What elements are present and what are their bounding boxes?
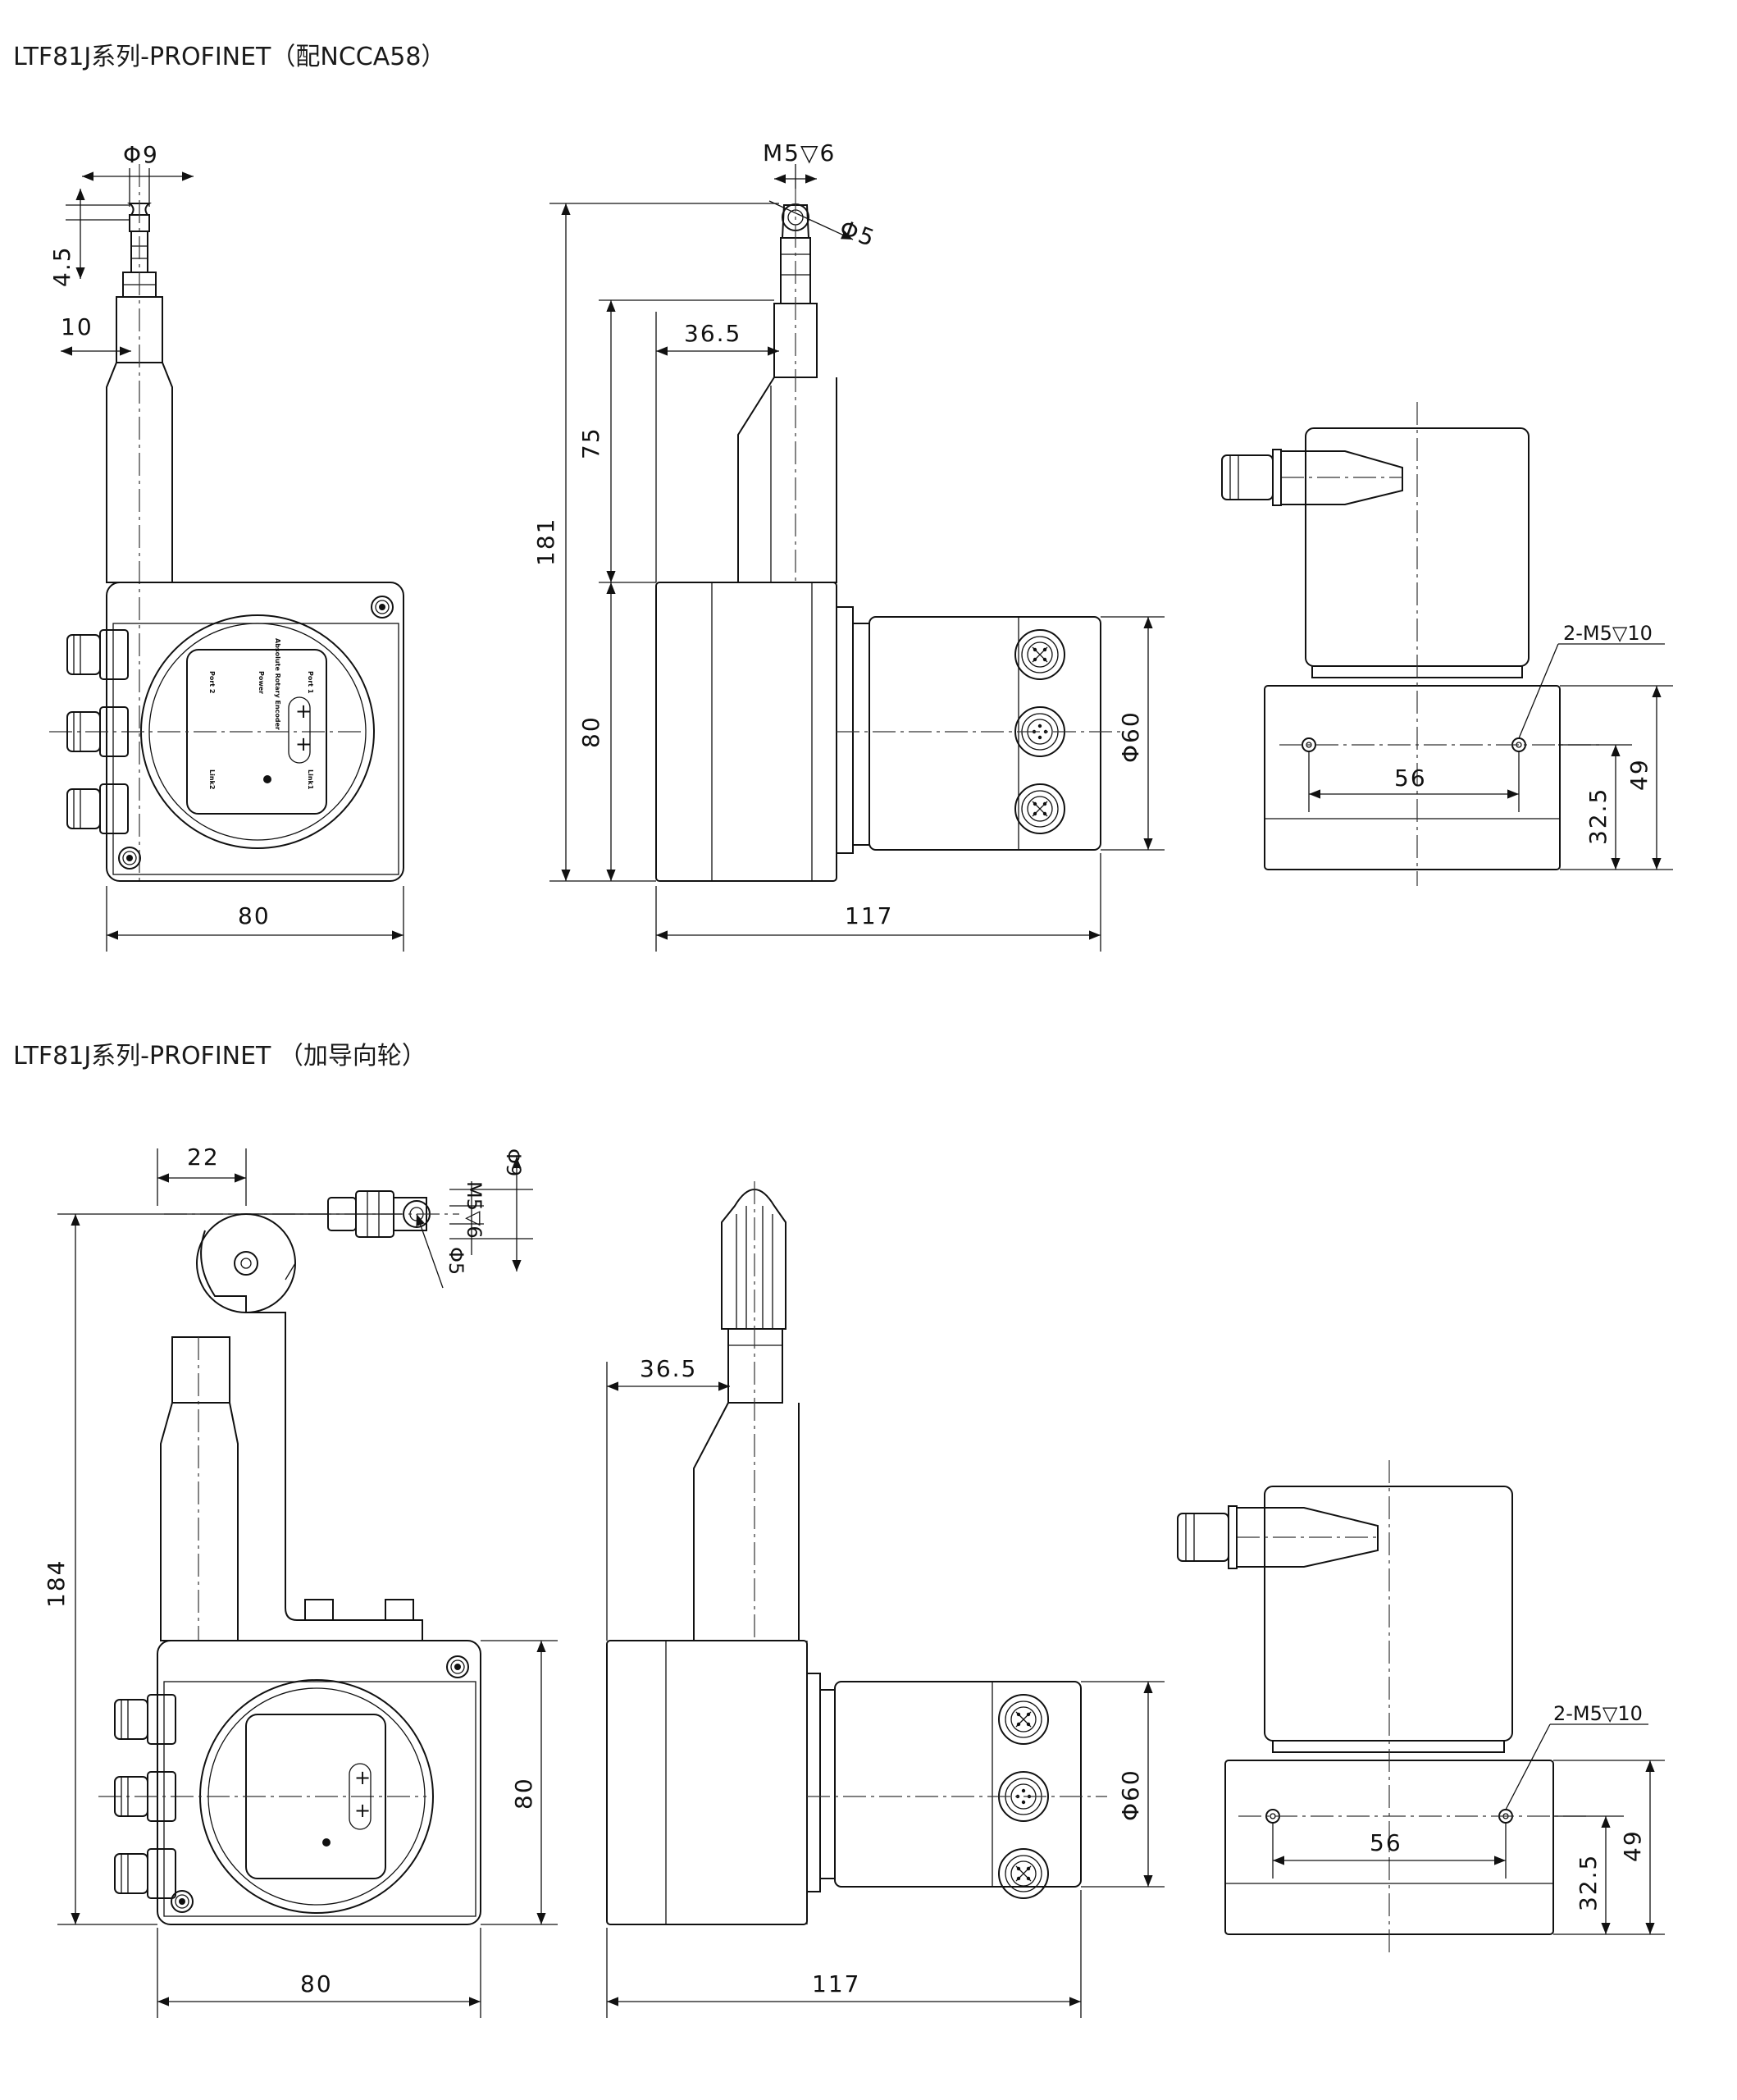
label-port2: Port 2 (208, 671, 216, 693)
dim-m5-depth6-top: M5▽6 (763, 139, 836, 167)
dim-phi5-top: Φ5 (837, 215, 880, 253)
dim-80-side-top: 80 (577, 715, 604, 748)
title-top: LTF81J系列-PROFINET（配NCCA58） (13, 43, 446, 71)
dim-m5-depth6-bottom: M5▽6 (463, 1181, 486, 1239)
dim-36-5-top: 36.5 (684, 320, 741, 347)
dim-32-5-bottom: 32.5 (1575, 1854, 1602, 1911)
dim-10-top: 10 (61, 313, 93, 340)
label-link1: Link1 (307, 769, 314, 790)
dim-holes-bottom: 2-M5▽10 (1553, 1702, 1643, 1725)
dim-phi9-top: Φ9 (123, 141, 159, 168)
dim-80-width-top: 80 (238, 902, 271, 929)
label-brand: Absolute Rotary Encoder (274, 638, 281, 730)
svg-text:+: + (354, 1766, 371, 1789)
top-front-view: Port 1 Power Port 2 Absolute Rotary Enco… (48, 141, 404, 952)
bottom-front-view: + + 22 184 M5▽6 Φ9 Φ5 80 80 (43, 1144, 558, 2018)
dim-49-top: 49 (1625, 758, 1653, 791)
dim-4-5-top: 4.5 (48, 245, 75, 287)
dim-80-width-bottom: 80 (300, 1970, 333, 1997)
dim-117-bottom: 117 (812, 1970, 860, 1997)
dim-49-bottom: 49 (1619, 1829, 1646, 1862)
dim-phi9-bottom: Φ9 (502, 1148, 525, 1176)
label-power: Power (258, 671, 265, 694)
svg-text:+: + (354, 1799, 371, 1822)
bottom-side-view: 36.5 Φ60 117 (606, 1181, 1165, 2018)
dim-56-top: 56 (1394, 765, 1427, 792)
svg-text:+: + (295, 733, 312, 756)
dim-holes-top: 2-M5▽10 (1563, 622, 1653, 645)
dim-80-side-bottom: 80 (510, 1777, 537, 1810)
bottom-top-view: 2-M5▽10 56 49 32.5 (1177, 1460, 1665, 1952)
dim-181-top: 181 (532, 518, 559, 566)
dim-56-bottom: 56 (1370, 1829, 1402, 1856)
label-port1: Port 1 (307, 671, 314, 694)
top-side-view: M5▽6 Φ5 181 75 80 36.5 Φ60 117 (532, 139, 1165, 952)
title-bottom: LTF81J系列-PROFINET （加导向轮） (13, 1042, 426, 1071)
dim-phi60-top: Φ60 (1117, 710, 1144, 763)
dim-phi60-bottom: Φ60 (1117, 1769, 1144, 1821)
dim-phi5-bottom: Φ5 (445, 1247, 467, 1275)
dim-184-bottom: 184 (43, 1559, 70, 1608)
dim-32-5-top: 32.5 (1584, 788, 1612, 845)
top-top-view: 2-M5▽10 56 49 32.5 (1221, 402, 1673, 886)
dim-75-top: 75 (577, 427, 604, 459)
dim-22-bottom: 22 (187, 1144, 220, 1171)
dim-36-5-bottom: 36.5 (640, 1355, 697, 1382)
svg-text:+: + (295, 700, 312, 723)
dim-117-top: 117 (845, 902, 893, 929)
label-link2: Link2 (208, 769, 216, 789)
